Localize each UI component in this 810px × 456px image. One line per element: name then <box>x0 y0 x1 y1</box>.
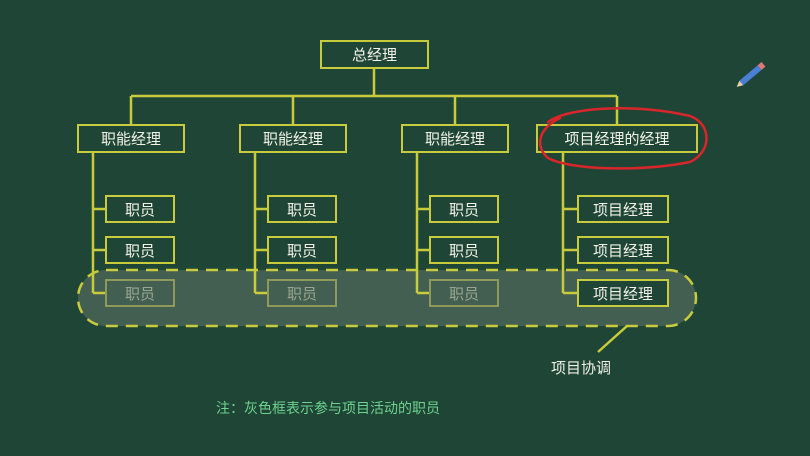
functional-manager-box-1: 职能经理 <box>77 124 185 153</box>
functional-manager-box-2: 职能经理 <box>239 124 347 153</box>
footnote: 注：灰色框表示参与项目活动的职员 <box>216 401 440 417</box>
staff-box-3-3: 职员 <box>429 279 499 307</box>
staff-box-2-1: 职员 <box>267 195 337 223</box>
functional-manager-box-3: 职能经理 <box>401 124 509 153</box>
general-manager-box: 总经理 <box>320 40 429 69</box>
staff-box-1-2: 职员 <box>105 236 175 264</box>
staff-box-2-2: 职员 <box>267 236 337 264</box>
branches <box>93 207 577 295</box>
staff-box-1-3: 职员 <box>105 279 175 307</box>
manager-of-project-managers-box: 项目经理的经理 <box>536 124 698 153</box>
project-manager-box-3: 项目经理 <box>577 279 669 307</box>
project-manager-box-1: 项目经理 <box>577 195 669 223</box>
project-coordination-region <box>76 268 698 328</box>
coordination-pointer <box>597 325 628 353</box>
project-manager-box-2: 项目经理 <box>577 236 669 264</box>
staff-box-3-2: 职员 <box>429 236 499 264</box>
staff-box-1-1: 职员 <box>105 195 175 223</box>
staff-box-2-3: 职员 <box>267 279 337 307</box>
staff-box-3-1: 职员 <box>429 195 499 223</box>
project-coordination-label: 项目协调 <box>551 359 612 377</box>
